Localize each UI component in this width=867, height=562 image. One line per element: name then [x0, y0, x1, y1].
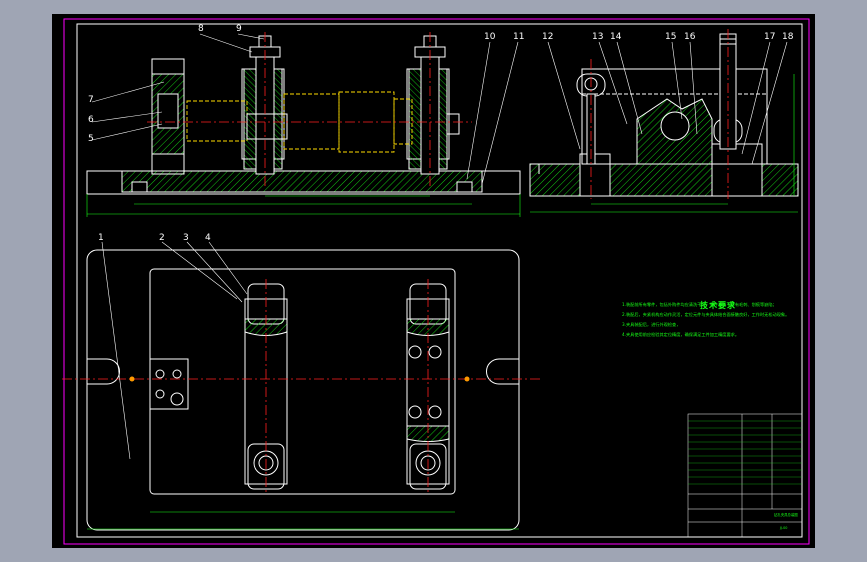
outer-frame — [63, 18, 810, 545]
part-label: 16 — [684, 32, 696, 42]
part-label: 17 — [764, 32, 776, 42]
front-view — [86, 32, 521, 217]
assembly-drawing — [62, 18, 810, 545]
note-line: 1.装配前所有零件，包括外购件均应清洗干净，零件表面不得有毛刺、划痕等缺陷； — [622, 302, 777, 307]
part-label: 18 — [782, 32, 794, 42]
part-label: 10 — [484, 32, 496, 42]
title-block-drawing-no: JJ-00 — [780, 526, 788, 530]
part-label: 5 — [88, 134, 94, 144]
part-label: 4 — [205, 233, 211, 243]
part-label: 8 — [198, 24, 204, 34]
notes-title: 技术要求 — [700, 301, 736, 310]
top-view — [62, 241, 542, 531]
note-line: 3.夹具装配后，进行外观检查， — [622, 322, 681, 327]
part-label: 3 — [183, 233, 189, 243]
part-label: 6 — [88, 115, 94, 125]
note-line: 2.装配后，夹紧机构应动作灵活，定位元件与夹具体结合面接触良好，工作时无松动现象… — [622, 312, 790, 317]
title-block-name: 钻孔夹具总装图 — [774, 513, 798, 517]
part-label: 11 — [513, 32, 525, 42]
side-view — [529, 29, 799, 213]
note-line: 4.夹具使用前应检验其定位精度，确保满足工件加工精度要求。 — [622, 332, 740, 337]
title-block — [687, 413, 803, 538]
part-label: 13 — [592, 32, 604, 42]
part-label: 2 — [159, 233, 165, 243]
part-label: 7 — [88, 95, 94, 105]
drawing-sheet: 7 6 5 8 9 10 11 12 13 14 15 16 17 18 1 2… — [52, 14, 815, 548]
part-label: 9 — [236, 24, 242, 34]
part-label: 14 — [610, 32, 622, 42]
inner-frame — [76, 23, 803, 538]
part-label: 15 — [665, 32, 677, 42]
part-label: 1 — [98, 233, 104, 243]
part-label: 12 — [542, 32, 554, 42]
